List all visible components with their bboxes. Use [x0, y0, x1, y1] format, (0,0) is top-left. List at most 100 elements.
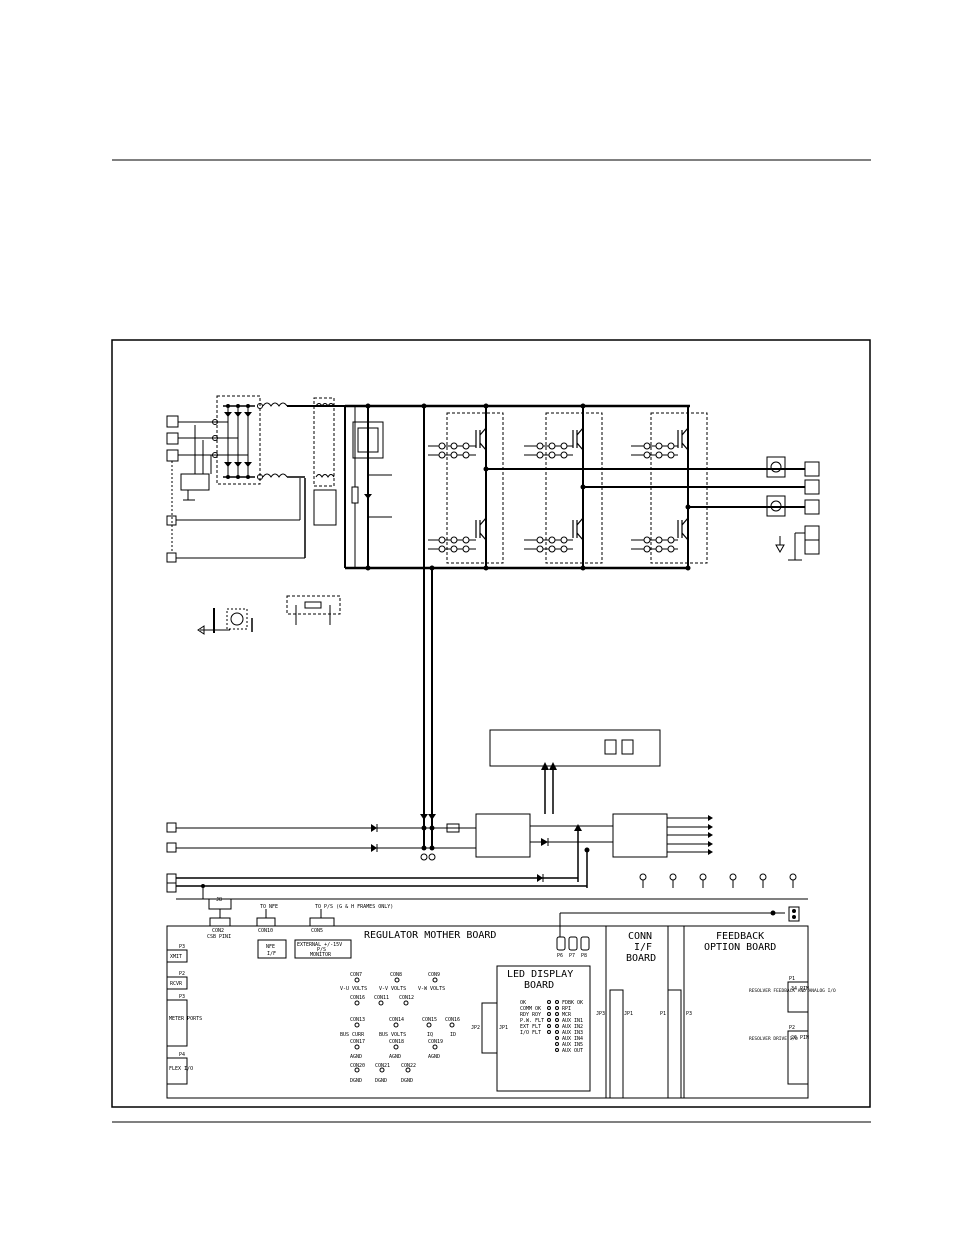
diagram-label: RCVR [170, 981, 183, 987]
diagram-label: JP1 [624, 1011, 633, 1017]
diagram-label: AUX OUT [562, 1048, 583, 1054]
diagram-label: CON8 [390, 972, 402, 978]
diagram-label: I/F [634, 942, 652, 953]
diagram-label: P/S [317, 947, 326, 953]
conn-if-board: CONN I/F BOARD JP1 P1 [605, 925, 682, 1099]
igbt-leg-u [446, 412, 504, 564]
diagram-label: V-V VOLTS [379, 986, 406, 992]
diagram-label: AUX IN3 [562, 1030, 583, 1036]
figure-frame [111, 339, 871, 1108]
diagram-label: NFE [266, 944, 275, 950]
led-display-board: LED DISPLAY BOARD JP2 JP1 JP3 OK COMM OK… [471, 965, 605, 1092]
control-inputs [166, 822, 177, 893]
diagram-label: FLEX I/O [169, 1066, 193, 1072]
diagram-label: I/F [267, 951, 276, 957]
diagram-label: CON18 [389, 1039, 404, 1045]
diagram-label: AUX IN5 [562, 1042, 583, 1048]
diagram-label: OPTION BOARD [704, 942, 776, 953]
diagram-label: JP3 [596, 1011, 605, 1017]
diagram-label: CON14 [389, 1017, 404, 1023]
diagram-label: DGND [375, 1078, 387, 1084]
diagram-label: P1 [660, 1011, 666, 1017]
diagram-label: P1 [789, 976, 795, 982]
diagram-label: TO P/S (G & H FRAMES ONLY) [315, 904, 393, 910]
test-probes [639, 873, 797, 888]
diagram-label: 26 PIN [791, 1035, 809, 1041]
diagram-label: CON13 [350, 1017, 365, 1023]
diagram-label: AGND [389, 1054, 401, 1060]
diagram-label: CON12 [399, 995, 414, 1001]
diagram-label: BOARD [626, 953, 656, 964]
diagram-label: AUX IN1 [562, 1018, 583, 1024]
diagram-label: RPI [562, 1006, 571, 1012]
diagram-label: CSB PINI [207, 934, 231, 940]
diagram-label: CON10 [258, 928, 273, 934]
processor-block [475, 813, 531, 858]
diagram-label: CON21 [375, 1063, 390, 1069]
diagram-label: P2 [179, 971, 185, 977]
diagram-label: AGND [350, 1054, 362, 1060]
diagram-label: ID [450, 1032, 456, 1038]
diagram-label: P.W. FLT [520, 1018, 544, 1024]
diagram-label: RESOLVER DRIVE I/O [749, 1036, 798, 1042]
diagram-label: DGND [350, 1078, 362, 1084]
output-terminals [804, 461, 820, 555]
diagram-label: I/O FLT [520, 1030, 541, 1036]
keypad-display [489, 729, 661, 767]
output-interface-block [612, 813, 668, 858]
diagram-label: P3 [686, 1011, 692, 1017]
diagram-label: OK [520, 1000, 526, 1006]
diagram-label: FEEDBACK [716, 931, 764, 942]
diagram-label: P3 [179, 994, 185, 1000]
diagram-label: AGND [428, 1054, 440, 1060]
diagram-label: JP2 [471, 1025, 480, 1031]
diagram-label: COMM OK [520, 1006, 541, 1012]
diagram-label: AUX IN2 [562, 1024, 583, 1030]
diagram-label: BUS CURR [340, 1032, 365, 1038]
diagram-label: V-U VOLTS [340, 986, 367, 992]
diagram-label: CON5 [311, 928, 323, 934]
diagram-label: LED DISPLAY [507, 969, 573, 980]
feedback-option-board: FEEDBACK OPTION BOARD P3 P1 34 PIN P2 26… [683, 925, 836, 1099]
diagram-label: CON15 [422, 1017, 437, 1023]
diagram-label: METER PORTS [169, 1016, 202, 1022]
diagram-label: P6 [557, 953, 563, 959]
diagram-label: P8 [581, 953, 587, 959]
diagram-label: FDBK OK [562, 1000, 583, 1006]
diagram-label: CON19 [428, 1039, 443, 1045]
diagram-label: IQ [427, 1032, 433, 1038]
diagram-label: AUX IN4 [562, 1036, 583, 1042]
diagram-label: CON7 [350, 972, 362, 978]
diagram-label: JP1 [499, 1025, 508, 1031]
diagram-label: XMIT [170, 954, 182, 960]
diagram-label: CON17 [350, 1039, 365, 1045]
control-section [166, 729, 808, 937]
diagram-label: CON22 [401, 1063, 416, 1069]
diagram-label: MONITOR [310, 952, 332, 958]
diagram-label: BOARD [524, 980, 554, 991]
diagram-label: CON11 [374, 995, 389, 1001]
diagram-label: CON9 [428, 972, 440, 978]
diagram-label: TO NFE [260, 904, 278, 910]
diagram-label: EXTERNAL +/-15V [297, 942, 342, 948]
diagram-label: BUS VOLTS [379, 1032, 406, 1038]
diagram-label: CON16 [350, 995, 365, 1001]
diagram-label: P7 [569, 953, 575, 959]
diagram-label: RDY ROY [520, 1012, 541, 1018]
mother-board-title: REGULATOR MOTHER BOARD [364, 930, 496, 941]
diagram-label: MCR [562, 1012, 572, 1018]
diagram-label: P4 [179, 1052, 185, 1058]
diagram-label: P3 [179, 944, 185, 950]
diagram-label: V-W VOLTS [418, 986, 445, 992]
diagram-label: RESOLVER FEEDBACK AND ANALOG I/O [749, 988, 836, 994]
test-point-grid [354, 977, 455, 1073]
diagram-label: J8 [216, 897, 222, 903]
power-section [166, 395, 820, 850]
diagram-label: EXT FLT [520, 1024, 541, 1030]
diagram-label: DGND [401, 1078, 413, 1084]
diagram-label: CONN [628, 931, 652, 942]
diagram-label: CON20 [350, 1063, 365, 1069]
diagram-label: P2 [789, 1025, 795, 1031]
regulator-mother-board: REGULATOR MOTHER BOARD J8 CON2 CSB PINI … [166, 897, 809, 1099]
